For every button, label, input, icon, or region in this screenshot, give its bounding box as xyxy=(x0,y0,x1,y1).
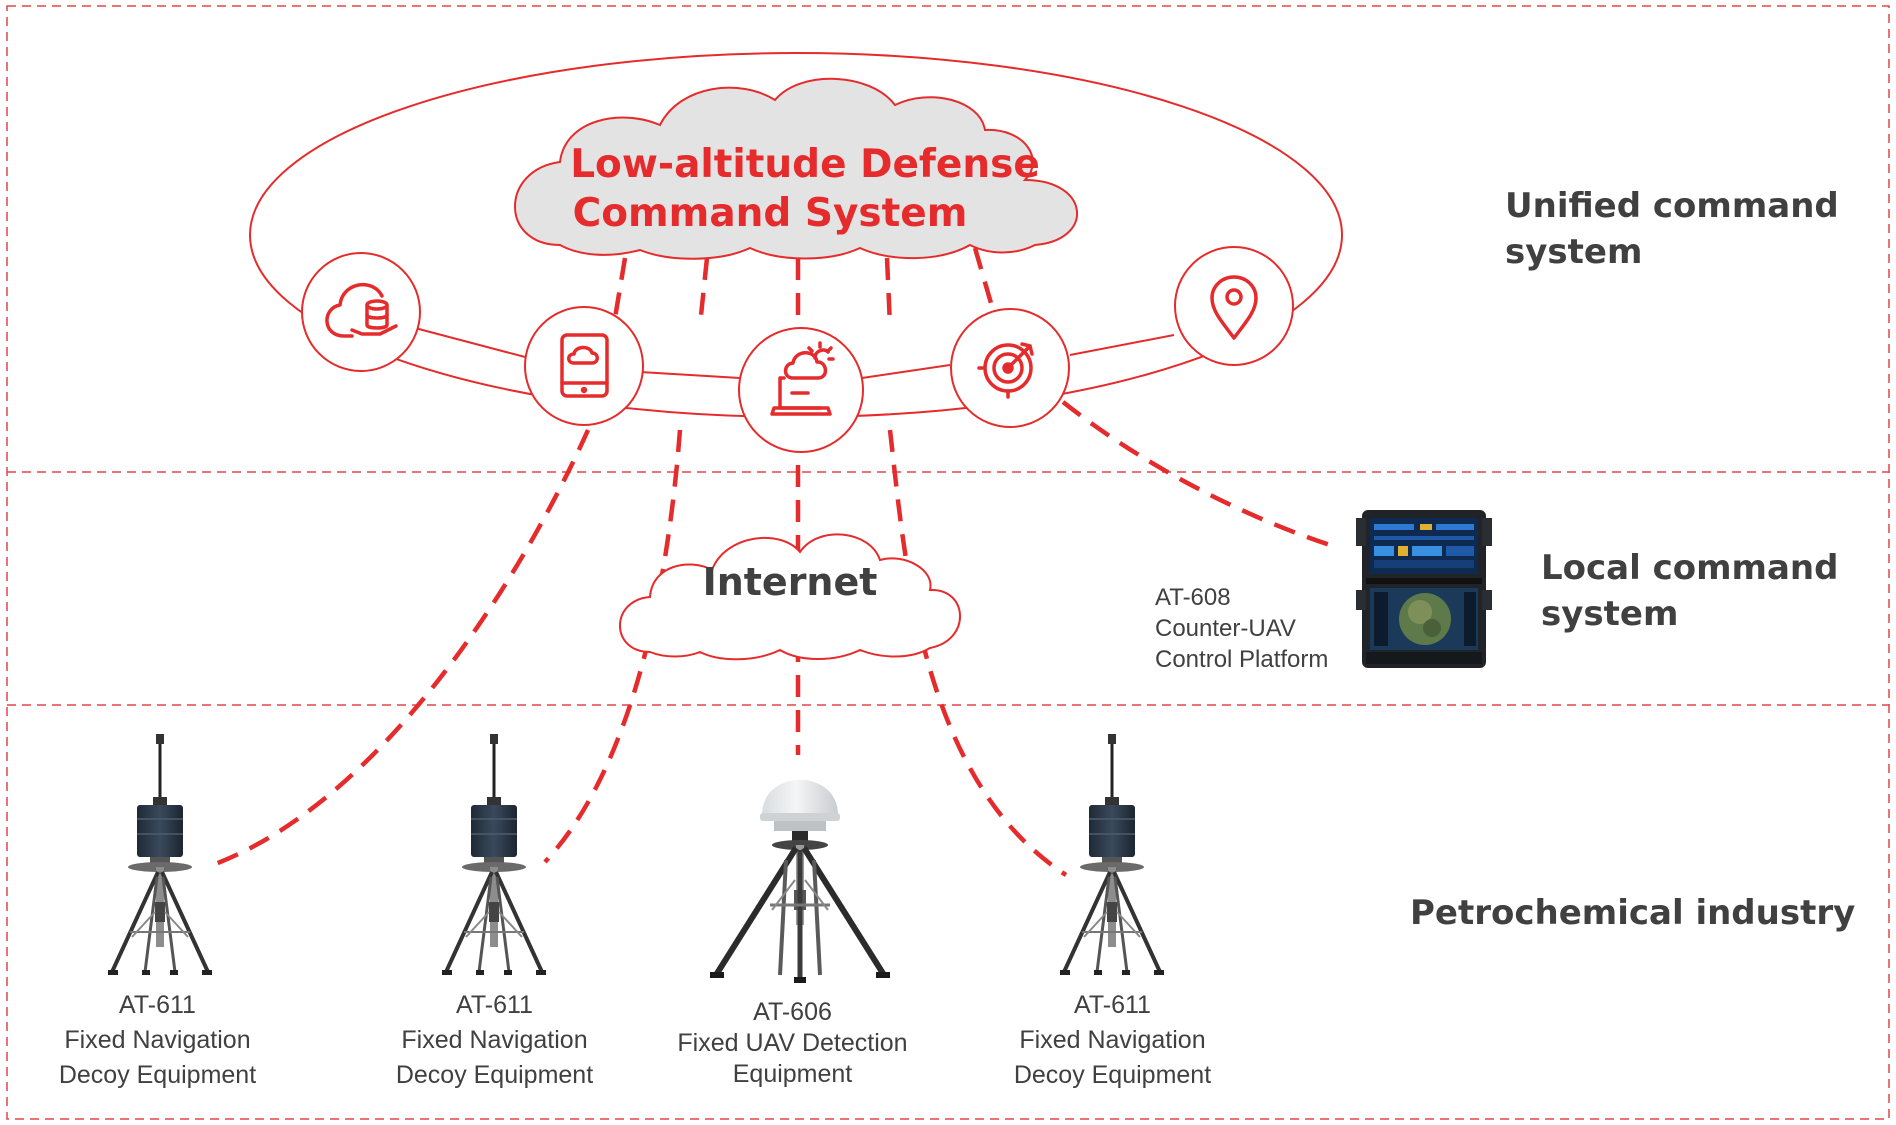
device-image-2 xyxy=(440,732,548,977)
device-line1: Fixed UAV Detection xyxy=(677,1029,908,1057)
device-line1: Fixed Navigation xyxy=(401,1026,588,1054)
section-borders xyxy=(6,5,1890,1120)
device-line2: Decoy Equipment xyxy=(1013,1061,1212,1089)
section-title-local-line2: system xyxy=(1541,594,1679,634)
control-platform-image xyxy=(1356,510,1492,668)
command-system-title: Low-altitude Defense Command System xyxy=(560,140,1050,238)
radar-target-icon xyxy=(977,342,1034,399)
icon-connectors xyxy=(414,327,1175,379)
data-links xyxy=(209,247,1331,877)
device-line2: Decoy Equipment xyxy=(395,1061,594,1089)
device-line1: Fixed Navigation xyxy=(64,1026,251,1054)
laptop-cloud-icon xyxy=(770,341,835,416)
section-title-unified-line2: system xyxy=(1505,232,1643,272)
device-model: AT-611 xyxy=(456,991,533,1019)
device-line1: Fixed Navigation xyxy=(1019,1026,1206,1054)
device-model: AT-606 xyxy=(753,998,832,1026)
device-label-3: AT-606 Fixed UAV Detection Equipment xyxy=(650,997,935,1090)
location-pin-icon xyxy=(1210,275,1258,340)
device-label-4: AT-611 Fixed Navigation Decoy Equipment xyxy=(975,988,1250,1093)
device-image-4 xyxy=(1058,732,1166,977)
command-cloud-shape xyxy=(514,77,1078,260)
platform-model: AT-608 xyxy=(1155,584,1231,611)
internet-cloud-shape xyxy=(619,533,961,661)
section-title-unified-line1: Unified command xyxy=(1505,186,1839,226)
device-line2: Decoy Equipment xyxy=(58,1061,257,1089)
section-title-petrochemical-line1: Petrochemical industry xyxy=(1410,893,1856,933)
device-label-1: AT-611 Fixed Navigation Decoy Equipment xyxy=(20,988,295,1093)
tablet-cloud-icon xyxy=(560,333,609,398)
platform-label: AT-608 Counter-UAV Control Platform xyxy=(1155,582,1328,675)
device-label-2: AT-611 Fixed Navigation Decoy Equipment xyxy=(357,988,632,1093)
section-title-local-line1: Local command xyxy=(1541,548,1839,588)
section-title-petrochemical: Petrochemical industry xyxy=(1410,890,1855,936)
platform-line2: Control Platform xyxy=(1155,646,1329,673)
section-title-local: Local command system xyxy=(1541,545,1838,637)
cloud-database-icon xyxy=(325,282,398,338)
section-title-unified: Unified command system xyxy=(1505,183,1839,275)
command-system-title-line2: Command System xyxy=(572,191,968,236)
internet-label: Internet xyxy=(702,560,878,604)
device-model: AT-611 xyxy=(119,991,196,1019)
device-line2: Equipment xyxy=(732,1060,853,1088)
device-image-3 xyxy=(710,779,890,983)
device-image-1 xyxy=(106,732,214,977)
device-model: AT-611 xyxy=(1074,991,1151,1019)
command-system-title-line1: Low-altitude Defense xyxy=(570,142,1040,187)
platform-line1: Counter-UAV xyxy=(1155,615,1296,642)
